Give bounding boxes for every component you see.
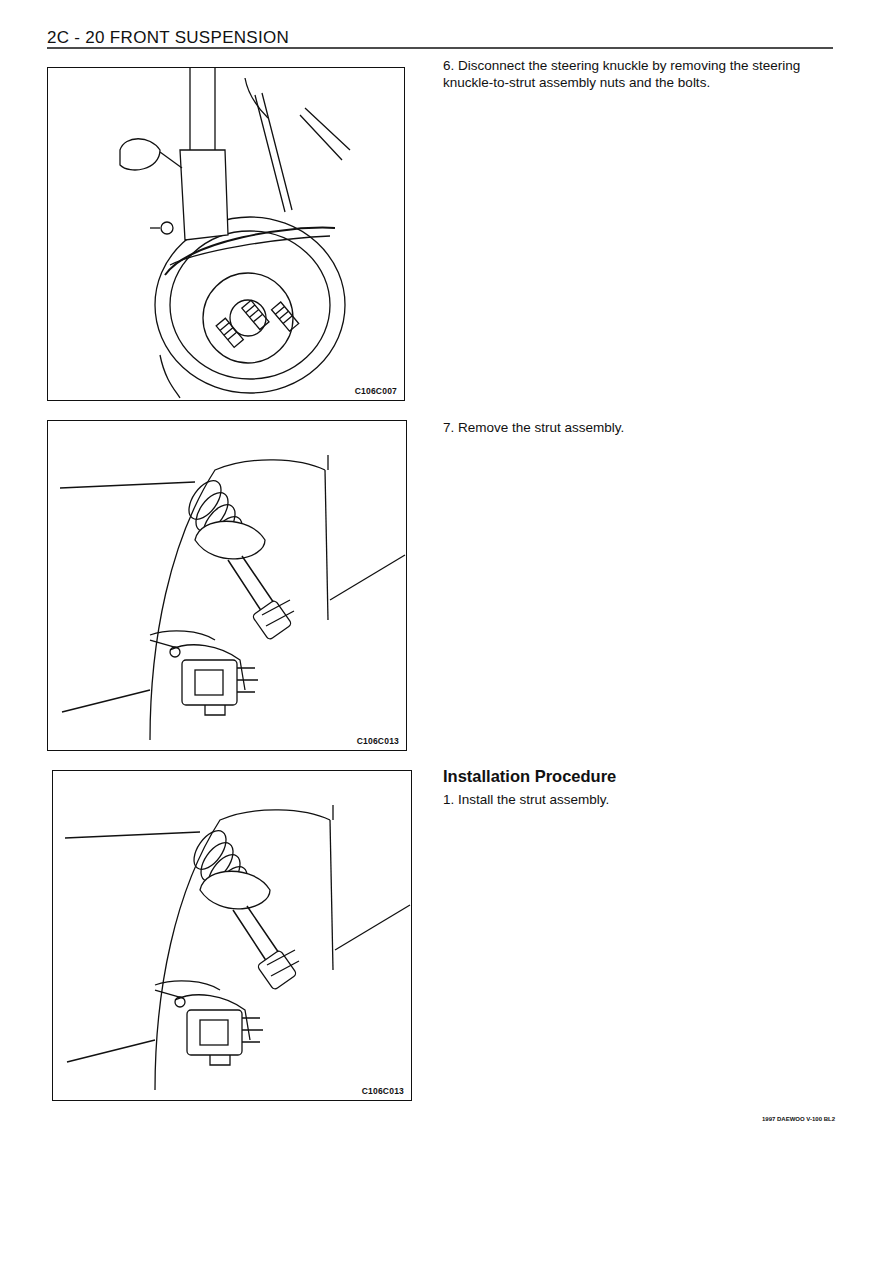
figure-code: C106C007 [354,386,398,396]
strut-figure [65,805,410,1090]
strut-figure [60,455,405,740]
section-heading: Installation Procedure [443,766,835,787]
step-text: 7. Remove the strut assembly. [443,420,835,437]
figure-code: C106C013 [361,1086,405,1096]
page-header: 2C - 20 FRONT SUSPENSION [47,28,289,48]
figure-frame: C106C013 [47,420,407,751]
step-text: 1. Install the strut assembly. [443,792,835,809]
footer-note: 1997 DAEWOO V-100 BL2 [720,1116,835,1124]
figure-frame: C106C013 [52,770,412,1101]
step-text: 6. Disconnect the steering knuckle by re… [443,58,835,92]
figure-code: C106C013 [356,736,400,746]
figure-frame: C106C007 [47,67,405,401]
